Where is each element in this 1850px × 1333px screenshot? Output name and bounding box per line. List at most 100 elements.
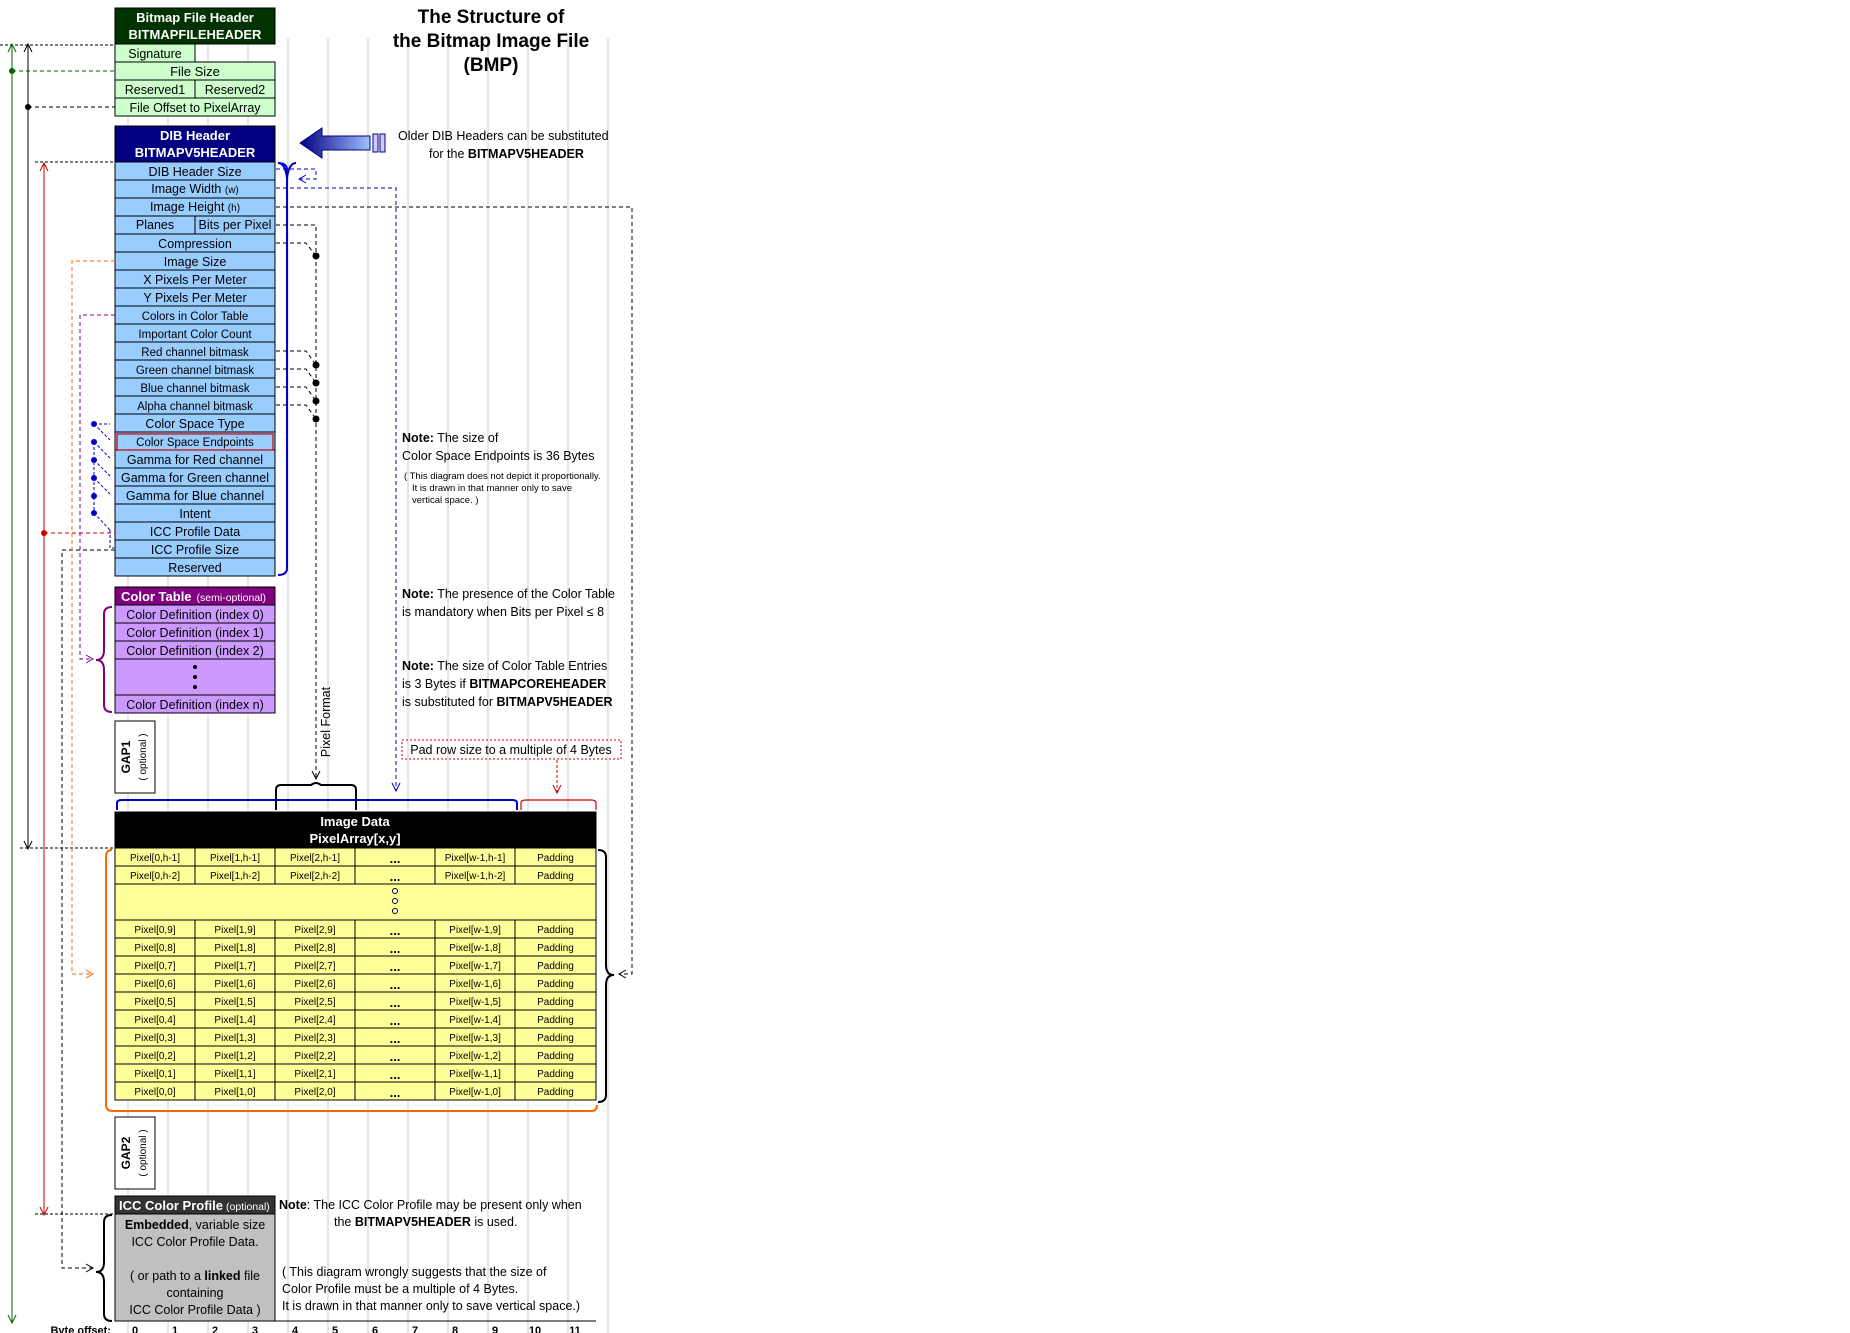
pixel-cell-label: Pixel[0,6] bbox=[134, 979, 175, 990]
gap2-sublabel: ( optional ) bbox=[138, 1129, 149, 1176]
padding-cell-label: Padding bbox=[537, 925, 574, 936]
svg-text:Note: The presence of the Colo: Note: The presence of the Color Table bbox=[402, 587, 615, 601]
image-data-title-1: Image Data bbox=[320, 814, 390, 829]
padding-cell-label: Padding bbox=[537, 1051, 574, 1062]
byte-offset-tick: 10 bbox=[529, 1325, 541, 1333]
pixel-cell-label: Pixel[0,5] bbox=[134, 997, 175, 1008]
pixel-cell-label: Pixel[w-1,2] bbox=[449, 1051, 501, 1062]
pixel-cell-label: Pixel[0,9] bbox=[134, 925, 175, 936]
note-color-table-entries: Note: The size of Color Table Entries is… bbox=[402, 659, 613, 709]
byte-offset-tick: 0 bbox=[132, 1325, 138, 1333]
dib-field-label: ICC Profile Data bbox=[150, 525, 240, 539]
dib-header: DIB Header BITMAPV5HEADER DIB Header Siz… bbox=[114, 125, 276, 577]
pixel-array-right-brace bbox=[597, 849, 615, 1103]
pixel-cell-label: Pixel[1,h-1] bbox=[210, 853, 260, 864]
icc-title: ICC Color Profile(optional) bbox=[119, 1198, 270, 1213]
pixel-width-braces bbox=[116, 782, 597, 810]
pixel-cell-label: Pixel[1,1] bbox=[214, 1069, 255, 1080]
dib-field-label: Colors in Color Table bbox=[142, 311, 249, 323]
pixel-cell-label: Pixel[w-1,4] bbox=[449, 1015, 501, 1026]
pixel-cell-label: Pixel[0,8] bbox=[134, 943, 175, 954]
svg-text:is mandatory when Bits per Pi: is mandatory when Bits per Pixel ≤ 8 bbox=[402, 605, 604, 619]
pixel-cell-label: Pixel[0,0] bbox=[134, 1087, 175, 1098]
pixel-ellipsis: ... bbox=[390, 1049, 401, 1064]
pixel-cell-label: Pixel[2,7] bbox=[294, 961, 335, 972]
gap1-label: GAP1 bbox=[119, 740, 133, 773]
icc-line3: ( or path to a linked file bbox=[130, 1269, 260, 1283]
pixel-cell-label: Pixel[w-1,0] bbox=[449, 1087, 501, 1098]
pixel-cell-label: Pixel[1,9] bbox=[214, 925, 255, 936]
byte-offset-tick: 2 bbox=[212, 1325, 218, 1333]
pixel-cell-label: Pixel[2,4] bbox=[294, 1015, 335, 1026]
svg-text:vertical space. ): vertical space. ) bbox=[412, 495, 479, 506]
bits-per-pixel-field: Bits per Pixel bbox=[199, 218, 272, 232]
pixel-cell-label: Pixel[0,2] bbox=[134, 1051, 175, 1062]
svg-text:Note: The ICC Color Profile ma: Note: The ICC Color Profile may be prese… bbox=[279, 1198, 582, 1212]
ellipsis-dot bbox=[392, 888, 398, 894]
ellipsis-dot bbox=[392, 898, 398, 904]
padding-cell-label: Padding bbox=[537, 1015, 574, 1026]
pixel-cell-label: Pixel[2,h-1] bbox=[290, 853, 340, 864]
reserved2-field: Reserved2 bbox=[205, 83, 265, 97]
padding-cell-label: Padding bbox=[537, 943, 574, 954]
diagram-title: The Structure of the Bitmap Image File (… bbox=[393, 7, 589, 76]
pixel-cell-label: Pixel[2,0] bbox=[294, 1087, 335, 1098]
pixel-array-orange-outline bbox=[105, 849, 598, 1112]
dib-field-label: Reserved bbox=[168, 561, 222, 575]
byte-offset-tick: 3 bbox=[252, 1325, 258, 1333]
padding-cell-label: Padding bbox=[537, 1087, 574, 1098]
pixel-cell bbox=[514, 1081, 597, 1101]
pixel-cell-label: Pixel[1,7] bbox=[214, 961, 255, 972]
pixel-cell-label: Pixel[0,h-1] bbox=[130, 853, 180, 864]
pixel-ellipsis: ... bbox=[390, 869, 401, 884]
pixel-ellipsis: ... bbox=[390, 977, 401, 992]
byte-offset-tick: 5 bbox=[332, 1325, 338, 1333]
byte-offset-tick: 9 bbox=[492, 1325, 498, 1333]
svg-text:Note: The size of Color Table: Note: The size of Color Table Entries bbox=[402, 659, 607, 673]
svg-text:It is drawn in that manner onl: It is drawn in that manner only to save … bbox=[282, 1299, 580, 1313]
dib-field-label: DIB Header Size bbox=[148, 165, 241, 179]
title-line-1: The Structure of bbox=[418, 7, 565, 28]
svg-text:Color Space Endpoints is 36 By: Color Space Endpoints is 36 Bytes bbox=[402, 449, 594, 463]
icc-line5: ICC Color Profile Data ) bbox=[129, 1303, 260, 1317]
dib-header-title-1: DIB Header bbox=[160, 128, 230, 143]
gap1: GAP1 ( optional ) bbox=[114, 720, 156, 794]
connector-lines bbox=[0, 42, 633, 1325]
pixel-cell-label: Pixel[w-1,1] bbox=[449, 1069, 501, 1080]
padding-cell-label: Padding bbox=[537, 979, 574, 990]
color-table-title: Color Table(semi-optional) bbox=[121, 589, 266, 604]
svg-text:Color Profile must be a multip: Color Profile must be a multiple of 4 By… bbox=[282, 1282, 518, 1296]
dib-field-label: Color Space Endpoints bbox=[136, 437, 254, 449]
padding-cell-label: Padding bbox=[537, 1033, 574, 1044]
byte-offset-tick: 6 bbox=[372, 1325, 378, 1333]
svg-text:is 3 Bytes if BITMAPCOREHEADE: is 3 Bytes if BITMAPCOREHEADER bbox=[402, 677, 606, 691]
file-size-field: File Size bbox=[170, 64, 220, 79]
older-headers-note-line2: for the BITMAPV5HEADER bbox=[429, 147, 584, 161]
pixel-cell-label: Pixel[2,8] bbox=[294, 943, 335, 954]
dib-field-label: Image Size bbox=[164, 255, 227, 269]
pixel-cell-label: Pixel[2,1] bbox=[294, 1069, 335, 1080]
file-header-title-2: BITMAPFILEHEADER bbox=[129, 27, 263, 42]
dib-field-label: Important Color Count bbox=[138, 329, 252, 341]
dib-field-label: Compression bbox=[158, 237, 232, 251]
color-definition-2: Color Definition (index 2) bbox=[126, 644, 264, 658]
pixel-cell bbox=[514, 865, 597, 885]
dib-field-label: Green channel bitmask bbox=[136, 365, 255, 377]
dib-field-label: ICC Profile Size bbox=[151, 543, 239, 557]
pixel-cell-label: Pixel[w-1,8] bbox=[449, 943, 501, 954]
pixel-cell-label: Pixel[0,7] bbox=[134, 961, 175, 972]
pixel-ellipsis: ... bbox=[390, 959, 401, 974]
svg-text:Note: The size of: Note: The size of bbox=[402, 431, 499, 445]
pixel-cell-label: Pixel[1,0] bbox=[214, 1087, 255, 1098]
icc-embedded-line: Embedded, variable size bbox=[125, 1218, 265, 1232]
ellipsis-dot bbox=[392, 908, 398, 914]
dib-field-label: Intent bbox=[179, 507, 211, 521]
pixel-ellipsis: ... bbox=[390, 1085, 401, 1100]
dib-field-label: Gamma for Red channel bbox=[127, 453, 263, 467]
color-table-brace bbox=[95, 606, 113, 713]
pixel-array-rows: Pixel[0,h-1] Pixel[1,h-1] Pixel[2,h-1]... P… bbox=[114, 847, 597, 1101]
pixel-cell-label: Pixel[0,1] bbox=[134, 1069, 175, 1080]
